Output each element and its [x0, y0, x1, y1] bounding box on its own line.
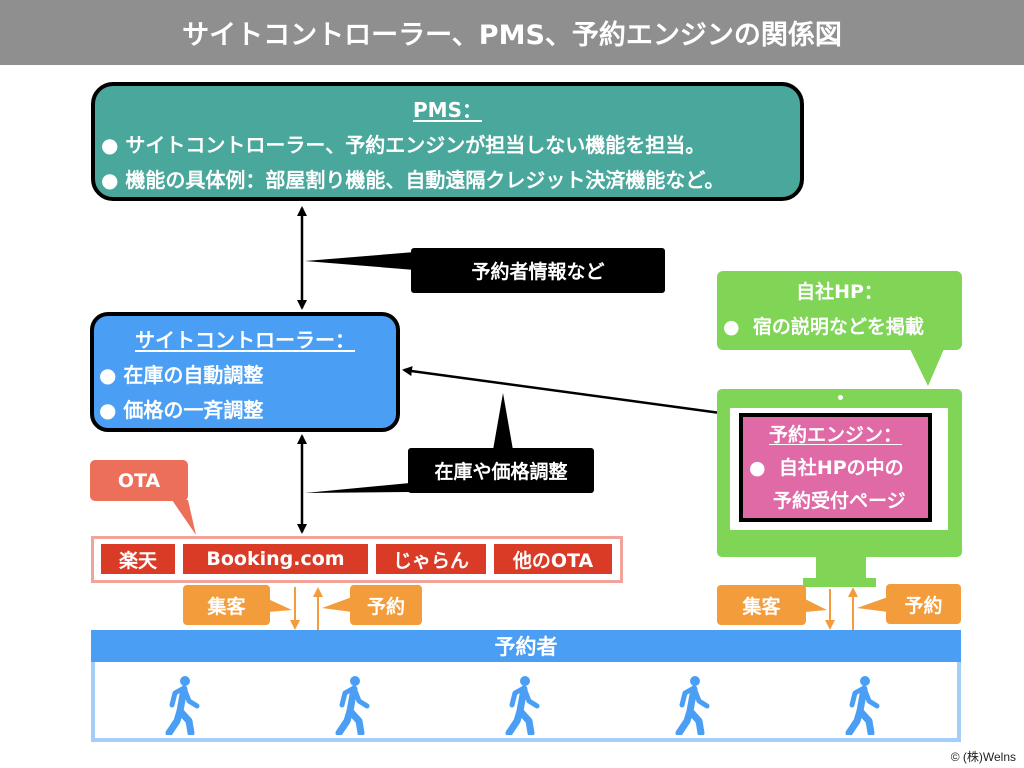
booking-engine-bullet: ● 自社HPの中の [749, 457, 904, 479]
reserve-label-right: 予約 [886, 584, 961, 624]
page-title: サイトコントローラー、PMS、予約エンジンの関係図 [0, 0, 1024, 65]
attract-label-right: 集客 [717, 585, 806, 625]
monitor-stand [816, 557, 866, 579]
bullet-icon: ● [723, 316, 740, 338]
bullet-icon: ● [101, 133, 119, 157]
site-controller-bullet: ● 価格の一斉調整 [99, 398, 264, 422]
bullet-icon: ● [101, 168, 119, 192]
walking-person-icon [330, 675, 380, 737]
callout-pointer-sc-ota [305, 483, 410, 493]
pms-bullet: ● サイトコントローラー、予約エンジンが担当しない機能を担当。 [101, 133, 706, 157]
copyright: © (株)Welns [950, 750, 1016, 764]
pms-box: PMS： ● サイトコントローラー、予約エンジンが担当しない機能を担当。 ● 機… [91, 82, 804, 201]
ota-item-rakuten: 楽天 [101, 544, 175, 574]
ota-item-jalan: じゃらん [376, 544, 486, 574]
bullet-icon: ● [749, 457, 766, 479]
callout-pointer-sc-ota-up [493, 393, 513, 450]
attract-pointer-left [268, 599, 292, 612]
site-controller-bullet: ● 在庫の自動調整 [99, 363, 264, 387]
own-hp-bubble: 自社HP： ● 宿の説明などを掲載 [717, 271, 962, 350]
ota-item-booking: Booking.com [183, 544, 368, 574]
walking-person-icon [670, 675, 720, 737]
booking-engine-bullet-cont: 予約受付ページ [773, 490, 906, 512]
callout-pointer-pms-sc [305, 252, 415, 270]
ota-tag: OTA [90, 460, 188, 501]
customer-area [91, 662, 961, 742]
attract-pointer-right [805, 599, 827, 612]
ota-tag-pointer [172, 500, 196, 535]
callout-label-sc-ota: 在庫や価格調整 [408, 448, 594, 493]
booking-engine-heading: 予約エンジン： [768, 424, 902, 446]
reserve-pointer-right [857, 597, 888, 612]
own-hp-bullet: ● 宿の説明などを掲載 [723, 316, 924, 338]
own-hp-heading: 自社HP： [796, 281, 883, 303]
attract-label-left: 集客 [183, 585, 270, 625]
site-controller-heading: サイトコントローラー： [135, 328, 355, 352]
pms-bullet: ● 機能の具体例：部屋割り機能、自動遠隔クレジット決済機能など。 [101, 168, 725, 192]
booking-engine-box: 予約エンジン： ● 自社HPの中の 予約受付ページ [739, 413, 932, 522]
ota-item-other: 他のOTA [494, 544, 612, 574]
site-controller-box: サイトコントローラー： ● 在庫の自動調整 ● 価格の一斉調整 [90, 312, 400, 432]
bullet-icon: ● [99, 363, 117, 387]
customer-bar: 予約者 [91, 630, 961, 662]
callout-label-pms-sc: 予約者情報など [411, 248, 665, 293]
sc-engine-arrow [402, 366, 737, 419]
reserve-label-left: 予約 [350, 585, 422, 625]
monitor-camera-dot [838, 395, 843, 400]
reserve-pointer-left [322, 597, 352, 612]
bullet-icon: ● [99, 398, 117, 422]
walking-person-icon [160, 675, 210, 737]
walking-person-icon [500, 675, 550, 737]
monitor-stand-base [803, 578, 876, 587]
walking-person-icon [840, 675, 890, 737]
hp-bubble-pointer [910, 349, 944, 386]
pms-heading: PMS： [413, 98, 482, 122]
